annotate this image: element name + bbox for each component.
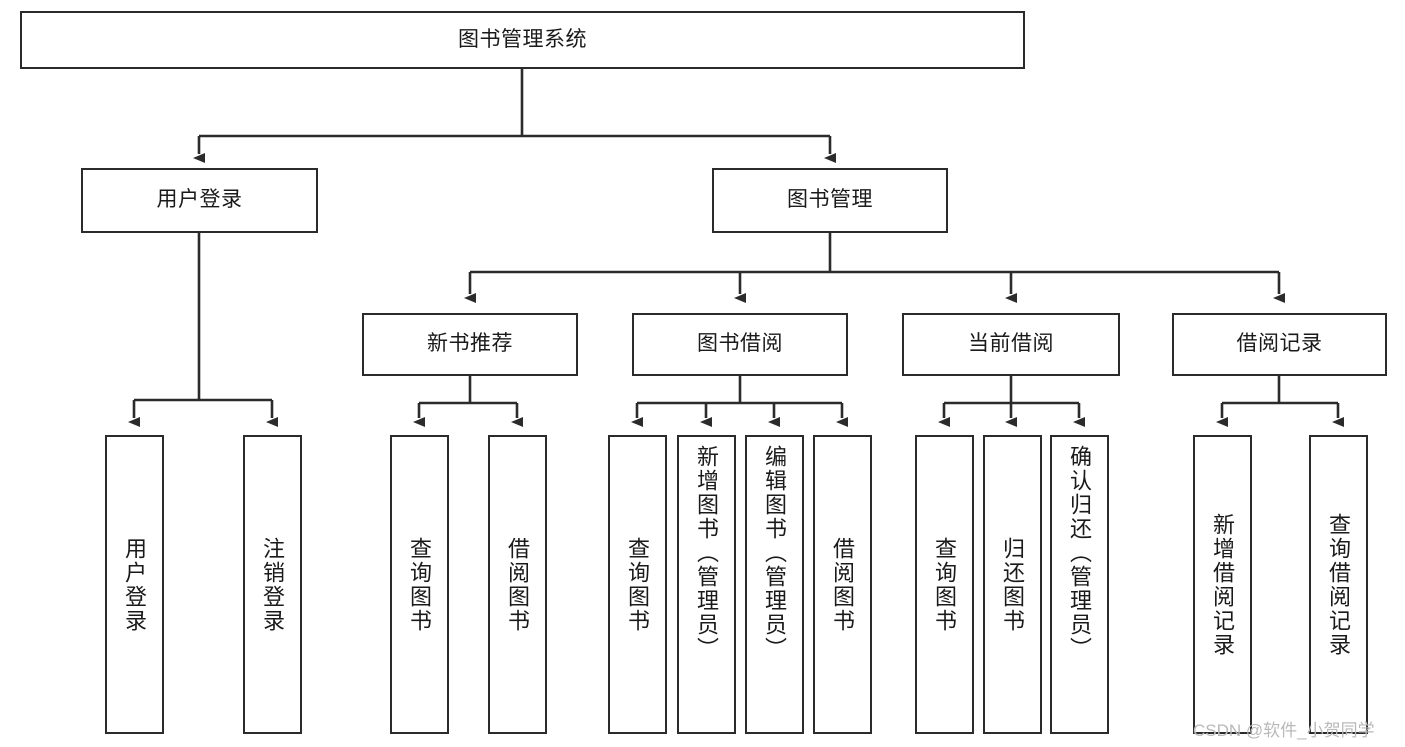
node-leaf-query-book-3-label: 查询图书	[932, 536, 958, 633]
node-root[interactable]: 图书管理系统	[20, 11, 1025, 69]
node-leaf-borrow-book-1[interactable]: 借阅图书	[488, 435, 547, 734]
node-leaf-return-book[interactable]: 归还图书	[983, 435, 1042, 734]
node-leaf-add-record[interactable]: 新增借阅记录	[1193, 435, 1252, 734]
node-book-borrow[interactable]: 图书借阅	[632, 313, 848, 376]
csdn-watermark: CSDN @软件_小贺同学	[1193, 721, 1375, 740]
node-leaf-add-book[interactable]: 新增图书（管理员）	[677, 435, 736, 734]
node-leaf-user-login[interactable]: 用户登录	[105, 435, 164, 734]
node-book-manage-label: 图书管理	[787, 188, 873, 212]
node-leaf-edit-book-label: 编辑图书（管理员）	[762, 445, 788, 661]
node-leaf-query-book-1-label: 查询图书	[407, 536, 433, 633]
node-current-borrow[interactable]: 当前借阅	[902, 313, 1120, 376]
node-user-login-label: 用户登录	[156, 188, 243, 212]
node-leaf-borrow-book-2-label: 借阅图书	[830, 536, 856, 633]
node-leaf-confirm-return[interactable]: 确认归还（管理员）	[1050, 435, 1109, 734]
node-leaf-add-book-label: 新增图书（管理员）	[694, 445, 720, 661]
node-leaf-query-book-3[interactable]: 查询图书	[915, 435, 974, 734]
node-borrow-record-label: 借阅记录	[1236, 332, 1323, 356]
node-leaf-query-book-2-label: 查询图书	[625, 536, 651, 633]
node-new-book-recommend-label: 新书推荐	[427, 332, 513, 356]
node-leaf-borrow-book-2[interactable]: 借阅图书	[813, 435, 872, 734]
node-new-book-recommend[interactable]: 新书推荐	[362, 313, 578, 376]
node-leaf-confirm-return-label: 确认归还（管理员）	[1067, 445, 1093, 661]
node-book-manage[interactable]: 图书管理	[712, 168, 948, 233]
node-leaf-return-book-label: 归还图书	[1000, 536, 1026, 633]
node-current-borrow-label: 当前借阅	[968, 332, 1054, 356]
node-leaf-edit-book[interactable]: 编辑图书（管理员）	[745, 435, 804, 734]
node-leaf-logout-login-label: 注销登录	[260, 536, 286, 633]
node-book-borrow-label: 图书借阅	[697, 332, 783, 356]
node-root-label: 图书管理系统	[458, 27, 587, 51]
node-leaf-query-book-1[interactable]: 查询图书	[390, 435, 449, 734]
node-leaf-query-record-label: 查询借阅记录	[1326, 512, 1352, 657]
node-user-login[interactable]: 用户登录	[81, 168, 318, 233]
node-borrow-record[interactable]: 借阅记录	[1172, 313, 1387, 376]
node-leaf-user-login-label: 用户登录	[122, 536, 148, 633]
node-leaf-add-record-label: 新增借阅记录	[1210, 512, 1236, 657]
node-leaf-query-book-2[interactable]: 查询图书	[608, 435, 667, 734]
node-leaf-logout-login[interactable]: 注销登录	[243, 435, 302, 734]
node-leaf-query-record[interactable]: 查询借阅记录	[1309, 435, 1368, 734]
node-leaf-borrow-book-1-label: 借阅图书	[505, 536, 531, 633]
